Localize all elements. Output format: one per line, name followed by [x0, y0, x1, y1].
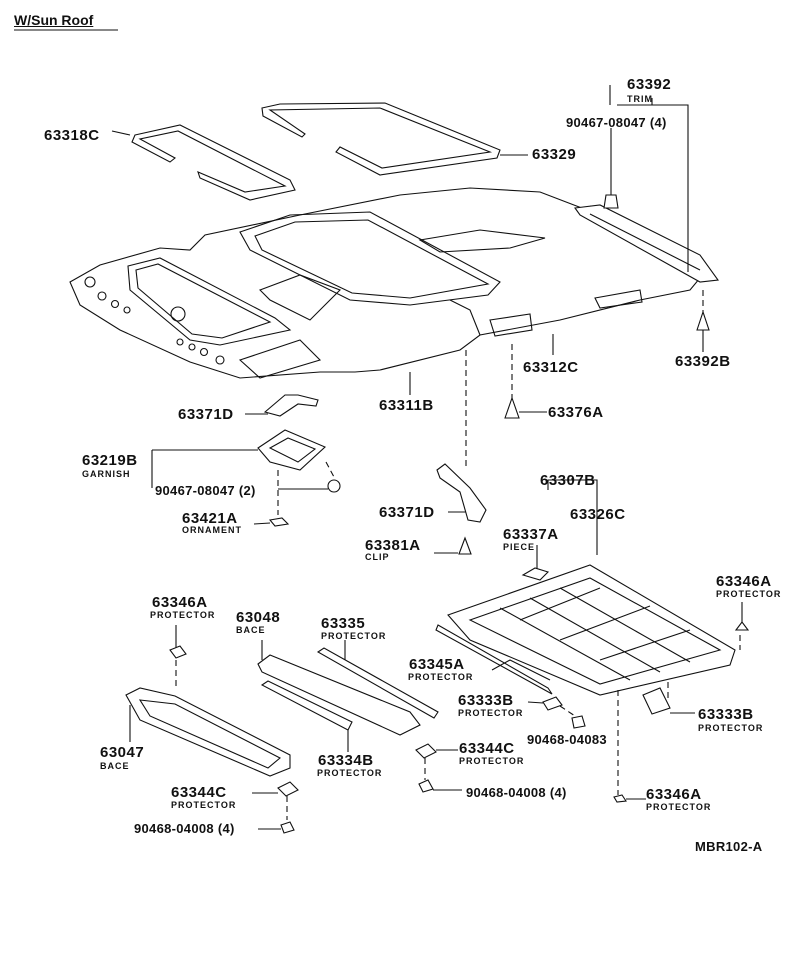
part-label-63333B-left[interactable]: 63333B — [458, 692, 514, 709]
part-63335-protector — [316, 647, 439, 719]
part-name-63421A: ORNAMENT — [182, 525, 242, 535]
part-label-63346A-right[interactable]: 63346A — [716, 573, 772, 590]
part-label-63421A[interactable]: 63421A — [182, 510, 238, 527]
part-63326C-sunshade-frame — [435, 478, 750, 696]
part-label-63047[interactable]: 63047 — [100, 744, 145, 761]
part-63381A-clip — [434, 536, 472, 555]
part-63376A-clip — [504, 344, 547, 419]
part-name-63344C-left: PROTECTOR — [171, 800, 237, 810]
part-name-63392: TRIM — [627, 94, 653, 104]
part-label-63371D-lower[interactable]: 63371D — [379, 504, 435, 521]
part-63392-trim — [574, 85, 719, 283]
part-63344C-middle — [415, 743, 462, 793]
part-label-63344C-middle[interactable]: 63344C — [459, 740, 515, 757]
part-name-63345A: PROTECTOR — [408, 672, 474, 682]
part-label-63326C[interactable]: 63326C — [570, 506, 626, 523]
part-label-63318C[interactable]: 63318C — [44, 127, 100, 144]
part-label-63334B[interactable]: 63334B — [318, 752, 374, 769]
part-label-63329[interactable]: 63329 — [532, 146, 577, 163]
part-63392B-clip — [696, 290, 710, 352]
screw-icon — [603, 194, 619, 209]
part-63371D-bracket-upper — [245, 394, 319, 417]
part-name-63346A-left: PROTECTOR — [150, 610, 216, 620]
part-name-63346A-bottom: PROTECTOR — [646, 802, 712, 812]
part-label-63048[interactable]: 63048 — [236, 609, 281, 626]
part-name-63333B-left: PROTECTOR — [458, 708, 524, 718]
part-label-90467-08047-4[interactable]: 90467-08047 (4) — [566, 115, 667, 130]
part-63333B-protectors — [527, 682, 695, 803]
part-label-90467-08047-2[interactable]: 90467-08047 (2) — [155, 483, 256, 498]
part-label-63337A[interactable]: 63337A — [503, 526, 559, 543]
part-name-63048: BACE — [236, 625, 266, 635]
part-63219B-garnish — [151, 429, 341, 527]
part-label-90468-04083[interactable]: 90468-04083 — [527, 732, 607, 747]
part-name-63346A-right: PROTECTOR — [716, 589, 782, 599]
part-label-63344C-left[interactable]: 63344C — [171, 784, 227, 801]
part-label-63335[interactable]: 63335 — [321, 615, 366, 632]
part-label-63392[interactable]: 63392 — [627, 76, 672, 93]
part-label-63307B[interactable]: 63307B — [540, 472, 596, 489]
part-name-63344C-middle: PROTECTOR — [459, 756, 525, 766]
part-63048-bace — [257, 640, 439, 752]
part-label-63345A[interactable]: 63345A — [409, 656, 465, 673]
part-label-90468-04008-middle[interactable]: 90468-04008 (4) — [466, 785, 567, 800]
part-63311B-headliner — [69, 187, 701, 395]
part-name-63337A: PIECE — [503, 542, 536, 552]
part-63047-bace — [125, 625, 299, 834]
part-label-63346A-bottom[interactable]: 63346A — [646, 786, 702, 803]
part-63329-seal — [261, 102, 528, 176]
part-name-63333B-right: PROTECTOR — [698, 723, 764, 733]
part-63318C-seal — [111, 124, 296, 201]
part-name-63335: PROTECTOR — [321, 631, 387, 641]
part-label-90468-04008-left[interactable]: 90468-04008 (4) — [134, 821, 235, 836]
part-label-63376A[interactable]: 63376A — [548, 404, 604, 421]
part-label-63333B-right[interactable]: 63333B — [698, 706, 754, 723]
part-name-63334B: PROTECTOR — [317, 768, 383, 778]
part-63371D-bracket-lower — [436, 463, 487, 523]
part-63334B-protector — [260, 680, 353, 731]
part-label-63371D-upper[interactable]: 63371D — [178, 406, 234, 423]
part-label-63219B[interactable]: 63219B — [82, 452, 138, 469]
part-label-63392B[interactable]: 63392B — [675, 353, 731, 370]
diagram-code: MBR102-A — [695, 839, 763, 854]
part-name-63381A: CLIP — [365, 552, 390, 562]
part-label-63311B[interactable]: 63311B — [379, 397, 434, 414]
part-label-63381A[interactable]: 63381A — [365, 537, 421, 554]
part-label-63312C[interactable]: 63312C — [523, 359, 579, 376]
diagram-title: W/Sun Roof — [14, 12, 94, 28]
screw-icon — [327, 479, 341, 493]
part-label-63346A-left[interactable]: 63346A — [152, 594, 208, 611]
part-name-63219B: GARNISH — [82, 469, 131, 479]
part-name-63047: BACE — [100, 761, 130, 771]
